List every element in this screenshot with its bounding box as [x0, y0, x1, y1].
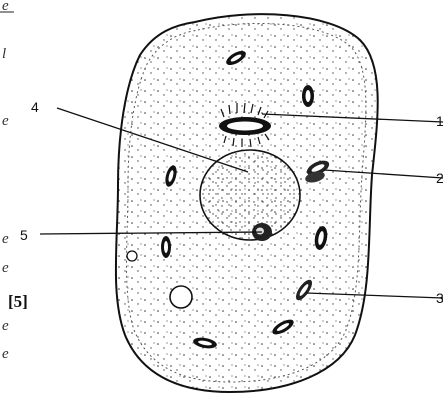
margin-fragment: e — [2, 318, 9, 334]
label-4: 4 — [31, 99, 39, 115]
nucleus — [200, 150, 300, 240]
margin-fragment: e — [2, 260, 9, 276]
vacuole — [170, 286, 192, 308]
nucleolus-core — [256, 228, 264, 235]
label-3: 3 — [436, 290, 443, 306]
margin-fragment: e — [2, 113, 9, 129]
label-5: 5 — [20, 227, 28, 243]
label-2: 2 — [436, 170, 443, 186]
label-1: 1 — [436, 113, 443, 129]
margin-fragment: l — [2, 46, 6, 62]
margin-fragment: e — [2, 231, 9, 247]
marks-label: [5] — [8, 292, 28, 311]
vacuole-small — [127, 251, 137, 261]
margin-fragment: e — [2, 346, 9, 362]
